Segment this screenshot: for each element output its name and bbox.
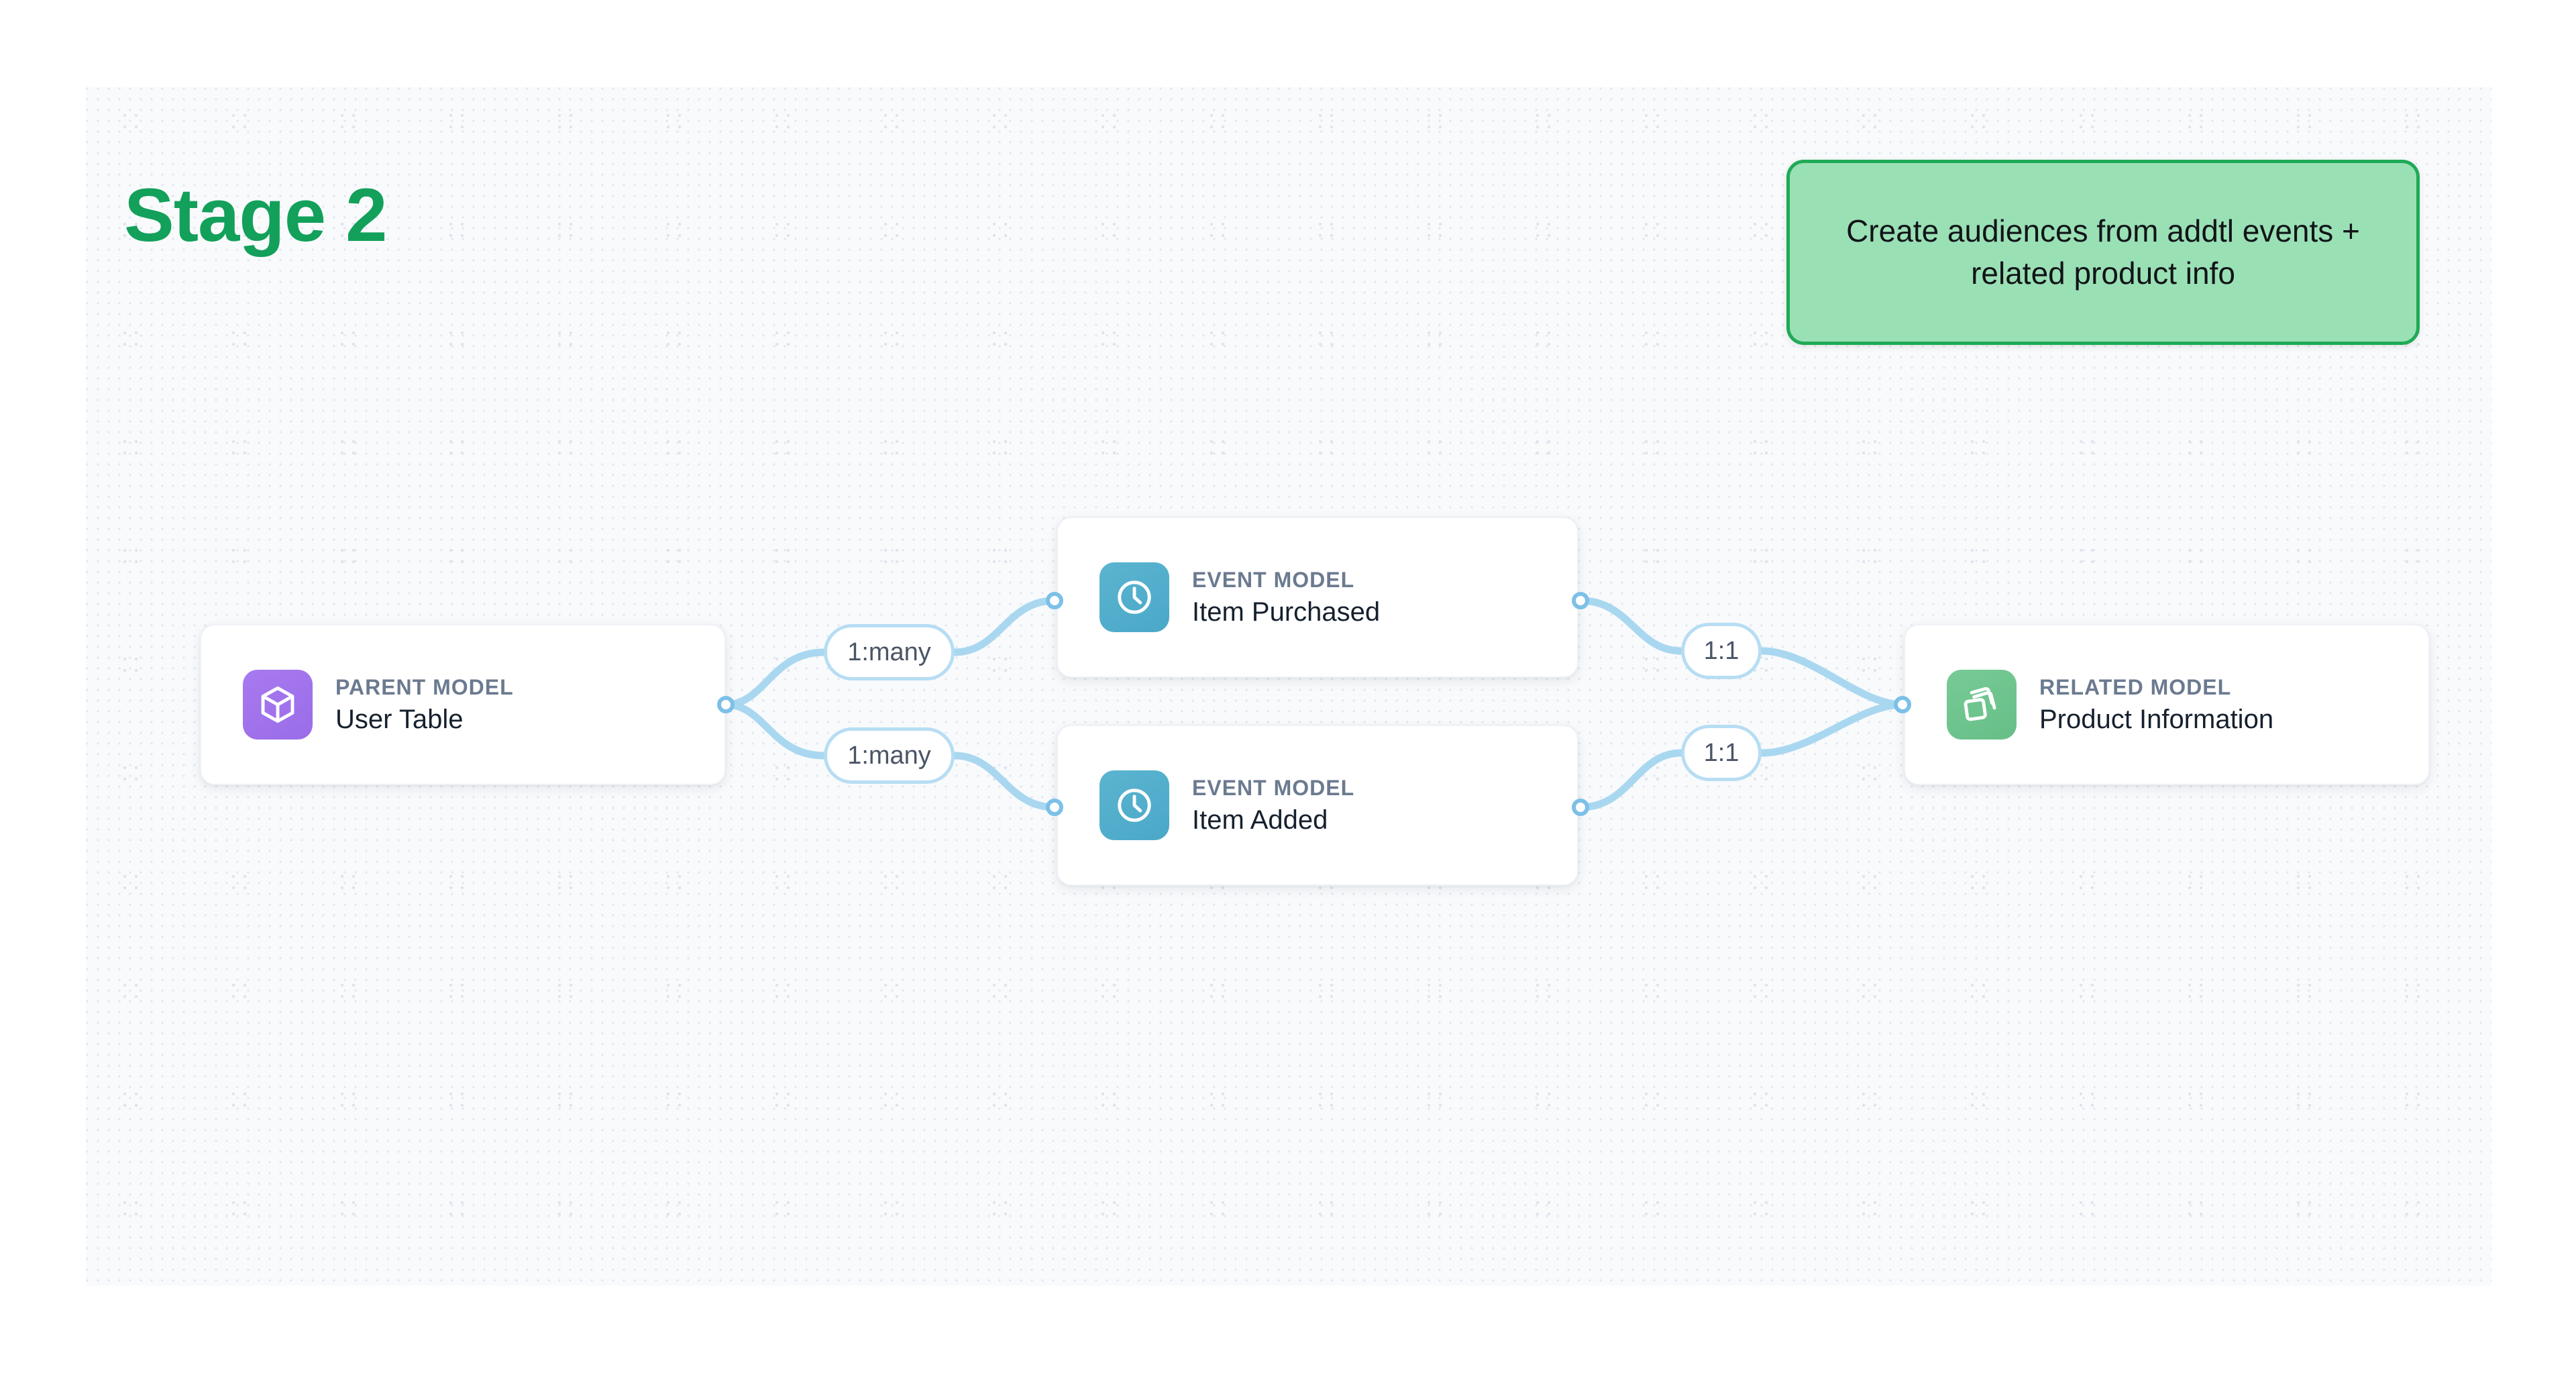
relationship-label-event-1-related[interactable]: 1:1 (1681, 623, 1762, 679)
clock-icon (1099, 562, 1169, 632)
cube-icon (243, 670, 313, 740)
node-title: Product Information (2039, 704, 2274, 734)
relationship-label-parent-event-1[interactable]: 1:many (824, 624, 955, 680)
handle-event-2-left[interactable] (1046, 799, 1063, 816)
relationship-label-event-2-related[interactable]: 1:1 (1681, 725, 1762, 781)
handle-related-left[interactable] (1894, 696, 1911, 713)
stage-title: Stage 2 (124, 173, 387, 257)
node-title: Item Purchased (1192, 597, 1381, 627)
node-parent-model[interactable]: PARENT MODEL User Table (200, 624, 726, 785)
stage-callout-box: Create audiences from addtl events + rel… (1786, 160, 2420, 345)
node-title: User Table (335, 704, 464, 734)
stage-callout-text: Create audiences from addtl events + rel… (1846, 213, 2360, 291)
node-kicker: PARENT MODEL (335, 674, 514, 699)
handle-event-1-right[interactable] (1572, 592, 1589, 609)
node-event-model-item-purchased[interactable]: EVENT MODEL Item Purchased (1057, 517, 1578, 678)
layers-icon (1947, 670, 2017, 740)
node-related-model[interactable]: RELATED MODEL Product Information (1904, 624, 2430, 785)
clock-icon (1099, 770, 1169, 840)
node-kicker: EVENT MODEL (1192, 567, 1355, 592)
node-title: Item Added (1192, 805, 1328, 835)
node-kicker: EVENT MODEL (1192, 775, 1355, 800)
relationship-label-parent-event-2[interactable]: 1:many (824, 727, 955, 784)
node-kicker: RELATED MODEL (2039, 674, 2232, 699)
node-event-model-item-added[interactable]: EVENT MODEL Item Added (1057, 725, 1578, 886)
handle-event-1-left[interactable] (1046, 592, 1063, 609)
handle-event-2-right[interactable] (1572, 799, 1589, 816)
handle-parent-right[interactable] (717, 696, 735, 713)
